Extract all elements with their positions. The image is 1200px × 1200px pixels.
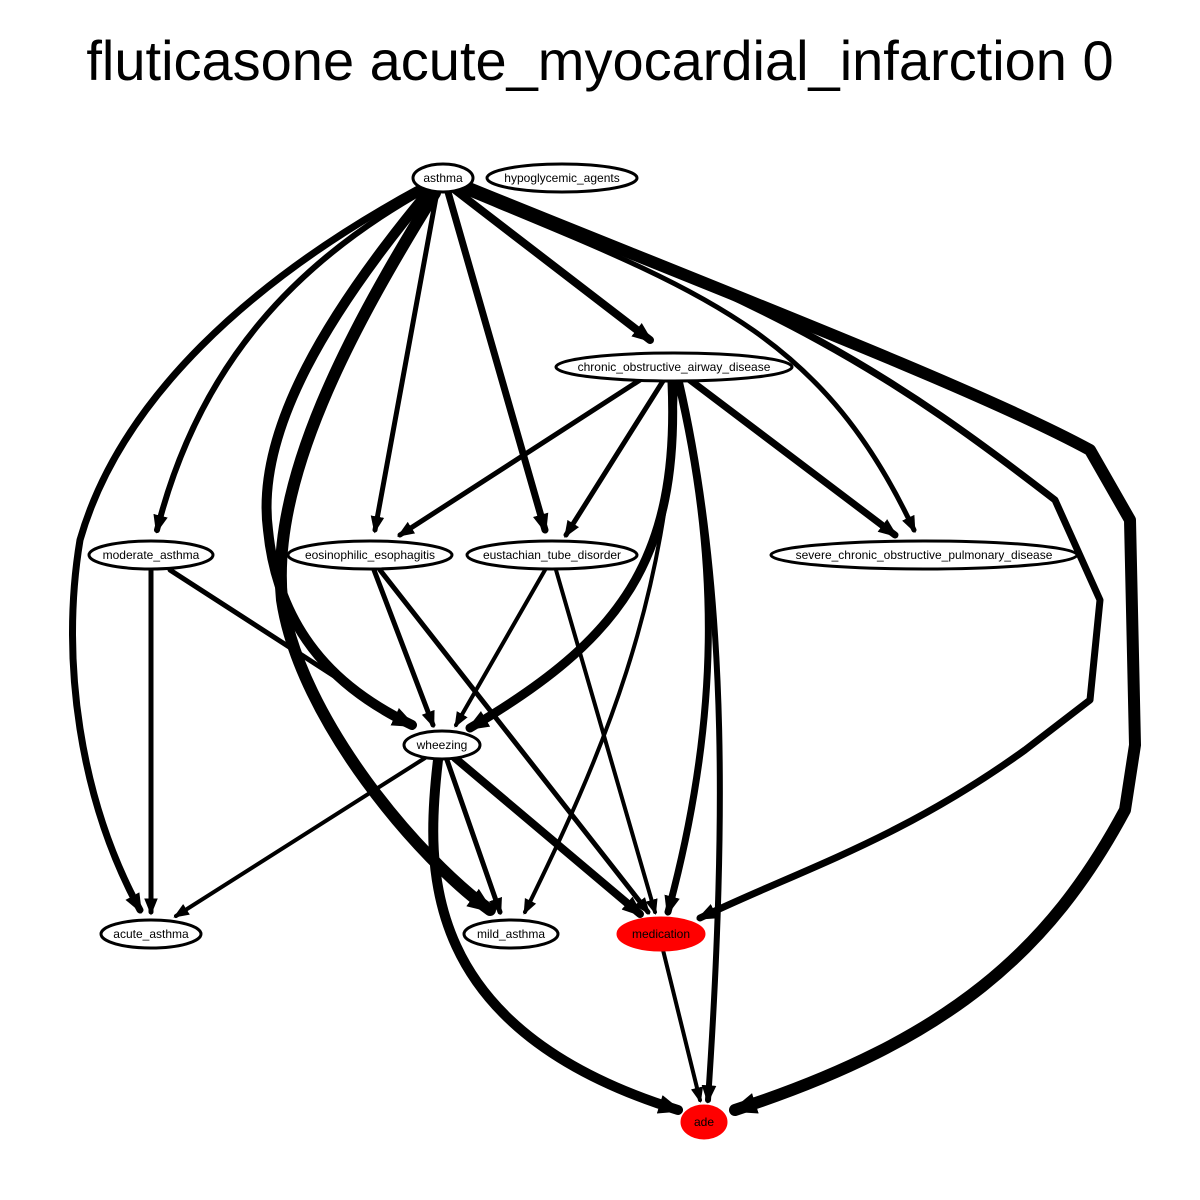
node-eosinophilic_esophagitis: eosinophilic_esophagitis — [286, 539, 454, 571]
node-label-wheezing: wheezing — [416, 738, 468, 752]
nodes-layer: asthma hypoglycemic_agents chronic_obstruc… — [87, 162, 1079, 1140]
edge-eosinophilic_esophagitis-to-wheezing — [371, 567, 436, 729]
edge-wheezing-to-medication — [451, 754, 644, 918]
node-label-chronic_obstructive_airway_disease: chronic_obstructive_airway_disease — [578, 360, 771, 374]
edge-wheezing-to-mild_asthma — [444, 757, 503, 916]
node-wheezing: wheezing — [402, 729, 482, 761]
edge-eustachian_tube_disorder-to-wheezing — [454, 568, 547, 728]
node-label-eosinophilic_esophagitis: eosinophilic_esophagitis — [305, 548, 435, 562]
node-medication: medication — [616, 916, 706, 952]
node-chronic_obstructive_airway_disease: chronic_obstructive_airway_disease — [554, 351, 794, 383]
node-label-asthma: asthma — [423, 171, 463, 185]
edge-asthma-to-acute_asthma — [69, 184, 424, 914]
node-ade: ade — [680, 1104, 728, 1140]
node-shape-ade — [680, 1104, 728, 1140]
edge-chronic_obstructive_airway_disease-to-ade — [677, 379, 723, 1104]
node-acute_asthma: acute_asthma — [99, 918, 203, 950]
edge-chronic_obstructive_airway_disease-to-severe_chronic_obstructive_pulmonary_disease — [686, 376, 899, 539]
edge-moderate_asthma-to-wheezing — [167, 567, 413, 728]
node-hypoglycemic_agents: hypoglycemic_agents — [485, 162, 639, 194]
node-label-ade: ade — [694, 1115, 714, 1129]
node-shape-acute_asthma — [99, 918, 203, 950]
node-label-acute_asthma: acute_asthma — [113, 927, 189, 941]
edge-asthma-to-severe_chronic_obstructive_pulmonary_disease — [457, 187, 917, 534]
node-asthma: asthma — [411, 162, 475, 194]
node-shape-medication — [616, 916, 706, 952]
page-title: fluticasone acute_myocardial_infarction … — [86, 29, 1114, 92]
node-shape-severe_chronic_obstructive_pulmonary_disease — [769, 539, 1079, 571]
edge-asthma-to-ade — [458, 180, 1141, 1116]
edge-asthma-to-mild_asthma — [274, 187, 496, 916]
node-label-medication: medication — [632, 927, 690, 941]
edge-asthma-to-chronic_obstructive_airway_disease — [451, 186, 654, 344]
edge-chronic_obstructive_airway_disease-to-eustachian_tube_disorder — [563, 378, 666, 538]
node-shape-moderate_asthma — [87, 539, 215, 571]
edge-asthma-to-moderate_asthma — [153, 187, 428, 534]
node-label-moderate_asthma: moderate_asthma — [103, 548, 200, 562]
node-shape-mild_asthma — [462, 918, 560, 950]
edge-asthma-to-eosinophilic_esophagitis — [370, 189, 440, 534]
edge-wheezing-to-ade — [428, 755, 683, 1115]
edge-wheezing-to-acute_asthma — [173, 756, 427, 918]
node-label-severe_chronic_obstructive_pulmonary_disease: severe_chronic_obstructive_pulmonary_dis… — [796, 548, 1053, 562]
edge-chronic_obstructive_airway_disease-to-eosinophilic_esophagitis — [397, 377, 643, 538]
node-shape-eustachian_tube_disorder — [465, 539, 639, 571]
node-shape-chronic_obstructive_airway_disease — [554, 351, 794, 383]
node-label-eustachian_tube_disorder: eustachian_tube_disorder — [483, 548, 621, 562]
edges-layer — [69, 180, 1141, 1116]
node-moderate_asthma: moderate_asthma — [87, 539, 215, 571]
node-shape-eosinophilic_esophagitis — [286, 539, 454, 571]
edge-eosinophilic_esophagitis-to-medication — [377, 567, 651, 915]
node-eustachian_tube_disorder: eustachian_tube_disorder — [465, 539, 639, 571]
edge-medication-to-ade — [661, 948, 704, 1104]
edge-asthma-to-eustachian_tube_disorder — [444, 188, 549, 534]
node-severe_chronic_obstructive_pulmonary_disease: severe_chronic_obstructive_pulmonary_dis… — [769, 539, 1079, 571]
node-shape-hypoglycemic_agents — [485, 162, 639, 194]
node-label-hypoglycemic_agents: hypoglycemic_agents — [504, 171, 619, 185]
node-mild_asthma: mild_asthma — [462, 918, 560, 950]
node-shape-wheezing — [402, 729, 482, 761]
node-label-mild_asthma: mild_asthma — [477, 927, 545, 941]
node-shape-asthma — [411, 162, 475, 194]
edge-eustachian_tube_disorder-to-medication — [554, 568, 658, 915]
